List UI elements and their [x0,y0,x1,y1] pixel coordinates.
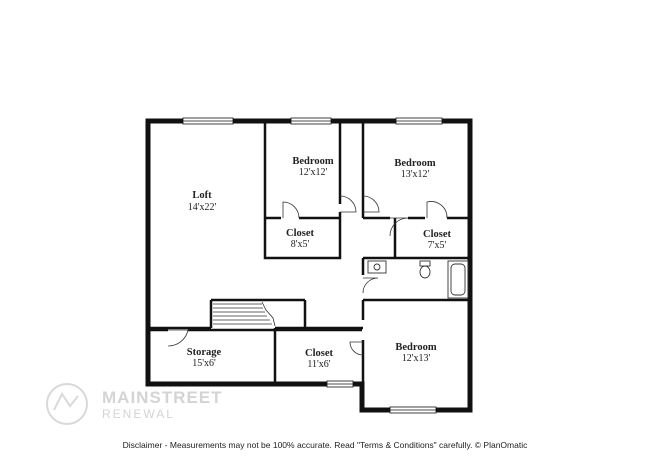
room-name-closet-2: Closet [423,229,451,240]
room-name-closet-1: Closet [286,228,314,239]
bathroom-fixtures [367,260,469,299]
door-bedroom-3 [349,341,364,356]
door-hall-bedroom-2 [389,217,409,237]
door-closet-1 [282,201,300,219]
brand-logo-icon [46,383,88,425]
door-bath [362,277,379,294]
brand-watermark: MAINSTREET RENEWAL [40,382,280,426]
door-closet-2 [426,201,448,219]
room-dims-bedroom-1: 12'x12' [299,167,328,178]
room-name-bedroom-3: Bedroom [395,342,436,353]
room-name-closet-3: Closet [305,348,333,359]
room-dims-closet-3: 11'x6' [307,359,330,370]
door-storage [167,329,189,347]
room-dims-storage: 15'x6' [192,358,216,369]
room-dims-loft: 14'x22' [188,202,217,213]
bathtub [447,260,469,299]
disclaimer-text: Disclaimer - Measurements may not be 100… [122,440,528,450]
interior-walls [148,121,470,410]
room-labels: Loft 14'x22' Bedroom 12'x12' Bedroom 13'… [187,156,452,370]
staircase [213,301,276,327]
room-dims-bedroom-2: 13'x12' [401,169,430,180]
room-name-loft: Loft [192,190,212,201]
room-dims-closet-1: 8'x5' [291,239,310,250]
toilet-tank [419,260,431,267]
windows [182,117,443,414]
room-name-bedroom-1: Bedroom [292,156,333,167]
room-dims-bedroom-3: 12'x13' [402,353,431,364]
room-name-bedroom-2: Bedroom [394,158,435,169]
doors [167,195,448,356]
watermark-brand: MAINSTREET [102,388,223,407]
room-name-storage: Storage [187,347,222,358]
watermark-sub: RENEWAL [102,407,175,421]
sink [367,260,387,274]
door-bedroom-1 [339,195,357,213]
door-bedroom-2 [362,195,380,213]
toilet-bowl [419,265,431,279]
room-dims-closet-2: 7'x5' [428,240,447,251]
